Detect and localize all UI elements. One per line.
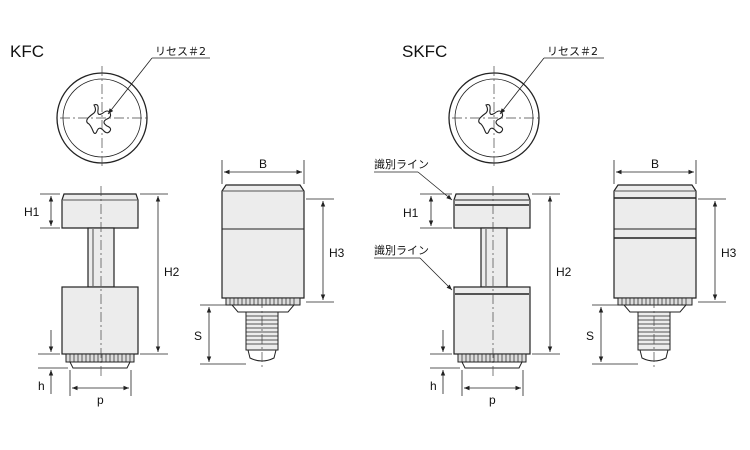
skfc-id-line-top-label: 識別ライン <box>374 158 429 171</box>
skfc-s-label: S <box>586 329 594 343</box>
skfc-recess-icon <box>478 104 504 135</box>
skfc-recess-label: リセス＃2 <box>547 45 598 58</box>
kfc-side-view <box>61 186 139 376</box>
skfc-side-view <box>453 186 531 376</box>
skfc-top-view <box>448 66 540 168</box>
kfc-h3-label: H3 <box>329 246 345 260</box>
skfc-h1-label: H1 <box>403 206 419 220</box>
skfc-title: SKFC <box>402 42 447 61</box>
skfc-front-view <box>613 184 697 370</box>
skfc-section: SKFC リセス＃2 識別ライン 識別ライン <box>374 42 737 407</box>
kfc-h-label: h <box>38 379 45 393</box>
skfc-id-line-mid-label: 識別ライン <box>374 244 429 257</box>
skfc-p-label: p <box>489 393 496 407</box>
skfc-b-label: B <box>651 157 659 171</box>
kfc-b-label: B <box>259 157 267 171</box>
kfc-recess-icon <box>86 104 112 135</box>
kfc-h1-label: H1 <box>24 205 40 219</box>
skfc-h-label: h <box>430 379 437 393</box>
kfc-front-view <box>221 184 305 370</box>
kfc-title: KFC <box>10 42 44 61</box>
kfc-s-label: S <box>194 329 202 343</box>
kfc-p-label: p <box>97 393 104 407</box>
kfc-section: KFC リセス＃2 H1 <box>10 42 345 407</box>
kfc-top-view <box>56 66 148 168</box>
kfc-recess-label: リセス＃2 <box>155 45 206 58</box>
skfc-h3-label: H3 <box>721 246 737 260</box>
skfc-h2-label: H2 <box>556 265 572 279</box>
kfc-h2-label: H2 <box>164 265 180 279</box>
